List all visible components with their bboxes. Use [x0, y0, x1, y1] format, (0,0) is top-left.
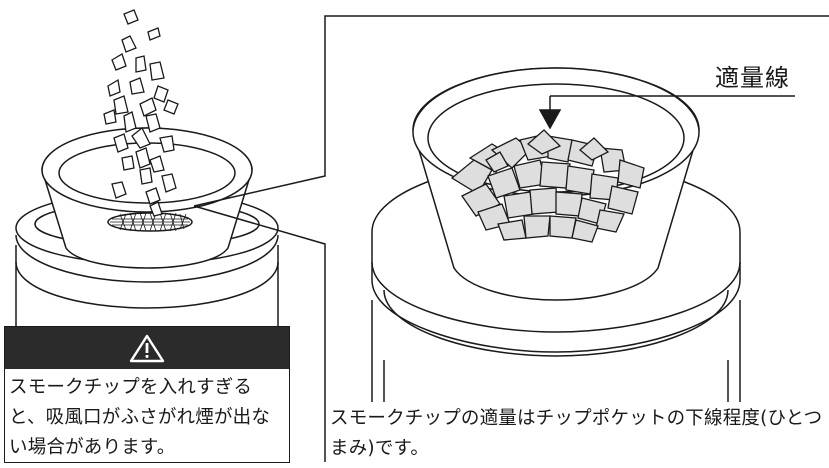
appropriate-level-label: 適量線 [715, 64, 790, 92]
zoom-callout-lines [193, 15, 829, 462]
falling-chips [103, 9, 179, 217]
caption-text: スモークチップの適量はチップポケットの下線程度(ひとつまみ)です。 [330, 408, 823, 459]
left-chip-pocket [41, 127, 253, 269]
warning-header [5, 327, 289, 369]
chip-pile [450, 129, 645, 243]
mesh-screen [107, 212, 193, 232]
warning-text: スモークチップを入れすぎると、吸風口がふさがれ煙が出ない場合があります。 [9, 377, 271, 458]
warning-triangle-icon [129, 334, 165, 363]
warning-box: スモークチップを入れすぎると、吸風口がふさがれ煙が出ない場合があります。 [4, 326, 290, 463]
appropriate-level-pointer [538, 95, 795, 130]
